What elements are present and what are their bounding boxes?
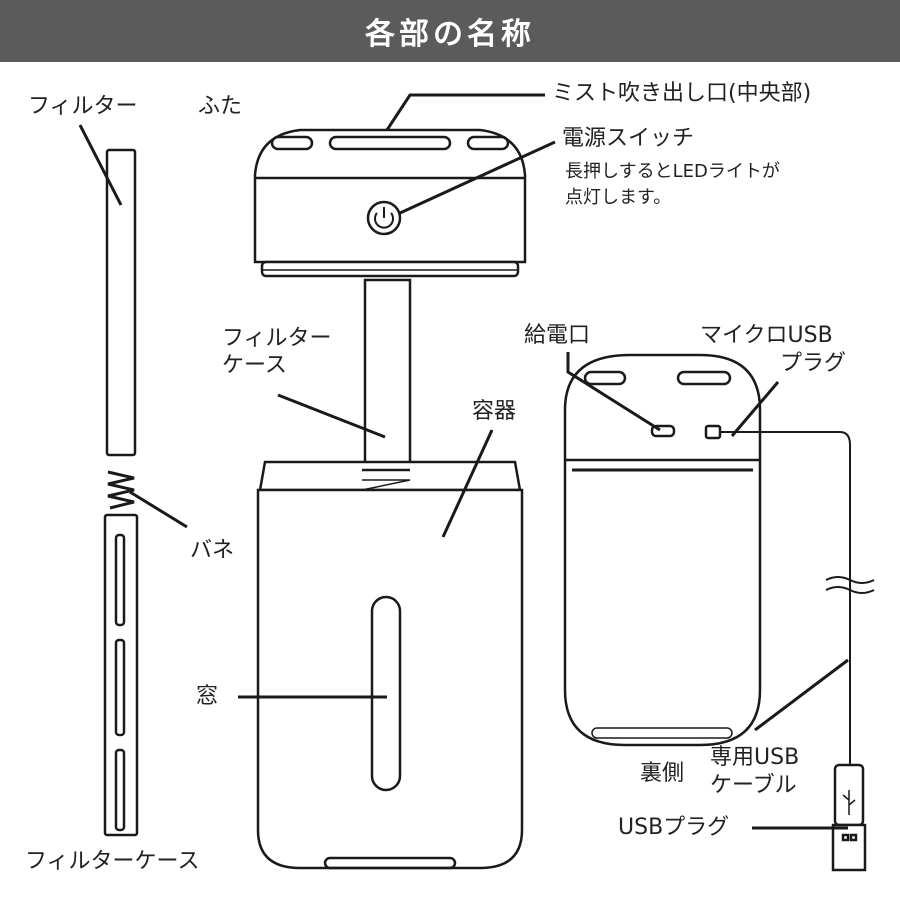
filter-rod bbox=[105, 148, 137, 457]
title-bar: 各部の名称 bbox=[0, 0, 900, 62]
label-filter-case-2: ケース bbox=[222, 353, 287, 378]
label-filter-case-1: フィルター bbox=[222, 326, 332, 351]
label-spring: バネ bbox=[190, 538, 235, 563]
page-title: 各部の名称 bbox=[365, 17, 535, 52]
container bbox=[256, 460, 524, 870]
label-usb-plug: USBプラグ bbox=[618, 815, 730, 840]
label-micro-usb-2: プラグ bbox=[780, 351, 847, 376]
power-note-line2: 点灯します。 bbox=[565, 187, 672, 208]
label-window: 窓 bbox=[196, 684, 219, 709]
window bbox=[370, 595, 402, 792]
label-usb-cable-2: ケーブル bbox=[710, 773, 797, 798]
label-back-side: 裏側 bbox=[640, 761, 685, 786]
label-power-port: 給電口 bbox=[524, 323, 591, 348]
label-filter: フィルター bbox=[28, 94, 138, 119]
power-button-icon bbox=[366, 200, 402, 236]
spring-icon bbox=[107, 470, 135, 510]
filter-case bbox=[103, 513, 139, 837]
label-usb-cable-1: 専用USB bbox=[710, 745, 800, 770]
usb-cable bbox=[704, 424, 875, 872]
power-note-line1: 長押しするとLEDライトが bbox=[565, 161, 780, 182]
filter-case-tube bbox=[363, 278, 412, 472]
back-device bbox=[563, 353, 762, 747]
usb-symbol-icon bbox=[842, 790, 856, 815]
label-micro-usb-1: マイクロUSB bbox=[700, 323, 833, 348]
label-power-switch: 電源スイッチ bbox=[562, 126, 695, 151]
label-lid: ふた bbox=[198, 94, 243, 119]
label-filter-case-bottom: フィルターケース bbox=[25, 849, 200, 874]
lid bbox=[253, 128, 527, 278]
power-port bbox=[650, 424, 676, 438]
label-container: 容器 bbox=[472, 399, 517, 424]
leader-lines bbox=[78, 93, 849, 830]
label-mist-outlet: ミスト吹き出し口(中央部) bbox=[552, 81, 812, 106]
